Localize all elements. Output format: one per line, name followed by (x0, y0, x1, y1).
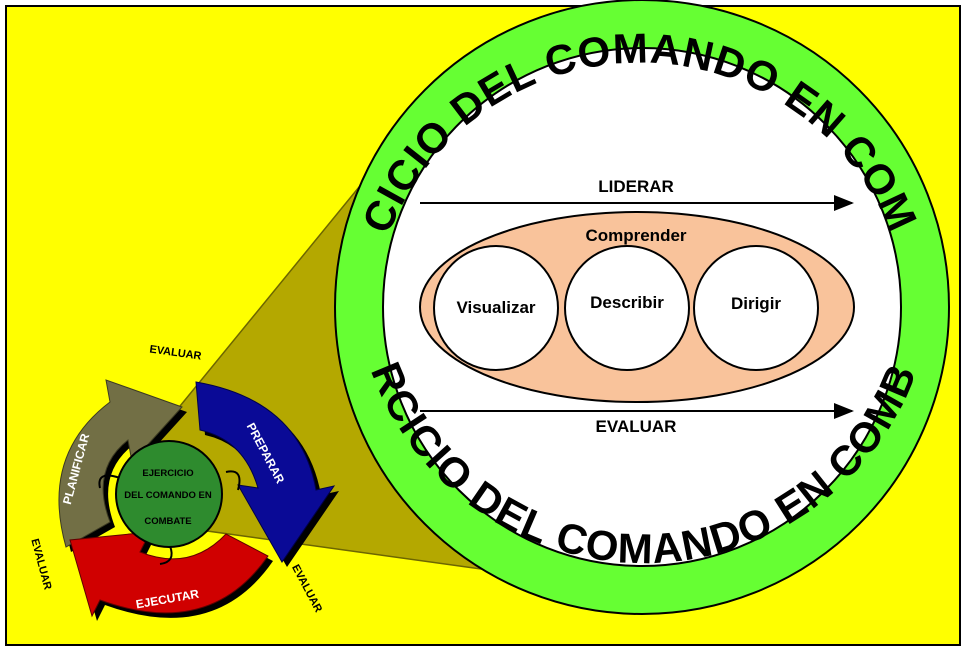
cycle-curl-left (98, 474, 121, 489)
evaluar-inner-label: EVALUAR (596, 417, 677, 436)
cycle-curl-right (225, 470, 241, 491)
cycle-curl-bottom (159, 545, 173, 565)
describir-circle (564, 245, 690, 371)
preparar-arrow (195, 381, 336, 563)
dirigir-label: Dirigir (731, 294, 781, 313)
visualizar-circle (433, 245, 559, 371)
center-line-3: COMBATE (144, 516, 191, 527)
describir-label: Describir (590, 293, 664, 312)
cycle-center (115, 440, 223, 548)
visualizar-label: Visualizar (456, 298, 535, 317)
dirigir-circle (693, 245, 819, 371)
comprender-label: Comprender (585, 226, 686, 245)
center-line-2: DEL COMANDO EN (124, 490, 212, 501)
center-line-1: EJERCICIO (142, 468, 193, 479)
planificar-arrow (58, 379, 183, 548)
ejecutar-arrow (69, 531, 269, 618)
liderar-label: LIDERAR (598, 177, 674, 196)
